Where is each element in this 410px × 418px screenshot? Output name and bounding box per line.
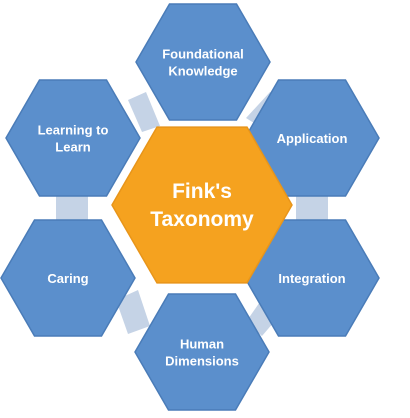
hexagon-label: Human xyxy=(180,337,224,352)
center-label: Fink's xyxy=(172,180,232,203)
hexagon-label: Integration xyxy=(278,271,345,286)
hexagon-learning-to-learn: Learning to Learn xyxy=(5,79,141,197)
connector-caring-human xyxy=(116,290,150,334)
connector-application-integration xyxy=(296,196,328,222)
center-label: Taxonomy xyxy=(150,208,254,231)
hexagon-label: Learning to xyxy=(38,123,109,138)
hexagon-shape xyxy=(0,219,136,337)
connector-learning-caring xyxy=(56,196,88,222)
outer-hexagons: FoundationalKnowledgeApplicationIntegrat… xyxy=(0,3,380,411)
hexagon-label: Foundational xyxy=(162,47,244,62)
hexagon-label: Learn xyxy=(55,140,90,155)
connector-learning-foundational xyxy=(128,92,160,132)
hexagon-label: Caring xyxy=(47,271,88,286)
hexagon-label: Application xyxy=(277,131,348,146)
hexagon-shape xyxy=(5,79,141,197)
hexagon-label: Dimensions xyxy=(165,354,239,369)
center-hexagon-shape xyxy=(111,126,293,284)
hexagon-shape xyxy=(134,293,270,411)
hexagon-caring: Caring xyxy=(0,219,136,337)
hexagon-label: Knowledge xyxy=(168,64,237,79)
hexagon-shape xyxy=(135,3,271,121)
